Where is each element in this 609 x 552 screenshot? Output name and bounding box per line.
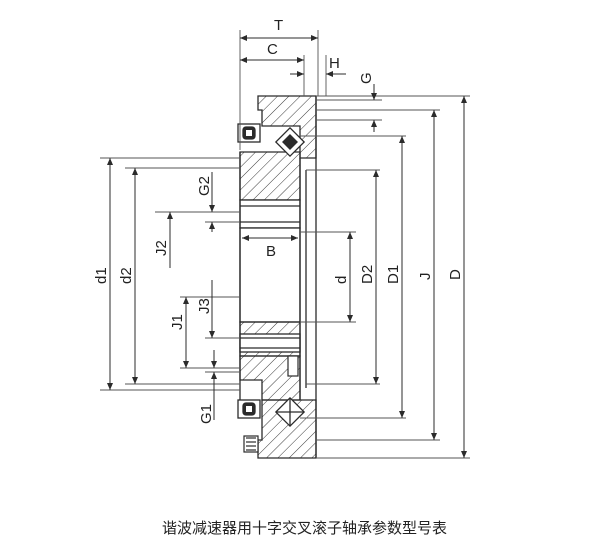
- label-d2: d2: [118, 267, 135, 284]
- roller-bottom: [274, 396, 306, 428]
- set-screw: [243, 435, 259, 453]
- label-J2: J2: [153, 240, 170, 256]
- label-T: T: [274, 17, 283, 34]
- mounting-hole-bottom: [239, 333, 301, 353]
- label-D2: D2: [359, 265, 376, 284]
- oil-slot: [287, 355, 299, 377]
- seal-bottom: [237, 399, 261, 419]
- dimension-lines: [107, 35, 467, 458]
- label-d1: d1: [93, 267, 110, 284]
- seal-top: [237, 123, 261, 143]
- label-H: H: [329, 55, 340, 72]
- hub-body: [239, 227, 301, 323]
- label-J: J: [417, 273, 434, 281]
- label-J1: J1: [169, 314, 186, 330]
- label-G: G: [358, 72, 375, 84]
- label-C: C: [267, 41, 278, 58]
- label-d: d: [333, 276, 350, 284]
- label-G1: G1: [198, 404, 215, 424]
- dimension-labels: T C H G G2 J2 J3 J1 G1 d1 d2 B d D2 D1 J…: [93, 17, 464, 424]
- mounting-hole-top: [239, 199, 301, 229]
- label-G2: G2: [196, 176, 213, 196]
- figure-caption: 谐波减速器用十字交叉滚子轴承参数型号表: [161, 519, 447, 537]
- label-J3: J3: [196, 298, 213, 314]
- label-B: B: [266, 243, 276, 260]
- roller-top: [274, 126, 306, 158]
- inner-ring-hub: [239, 151, 301, 201]
- label-D: D: [447, 269, 464, 280]
- label-D1: D1: [385, 265, 402, 284]
